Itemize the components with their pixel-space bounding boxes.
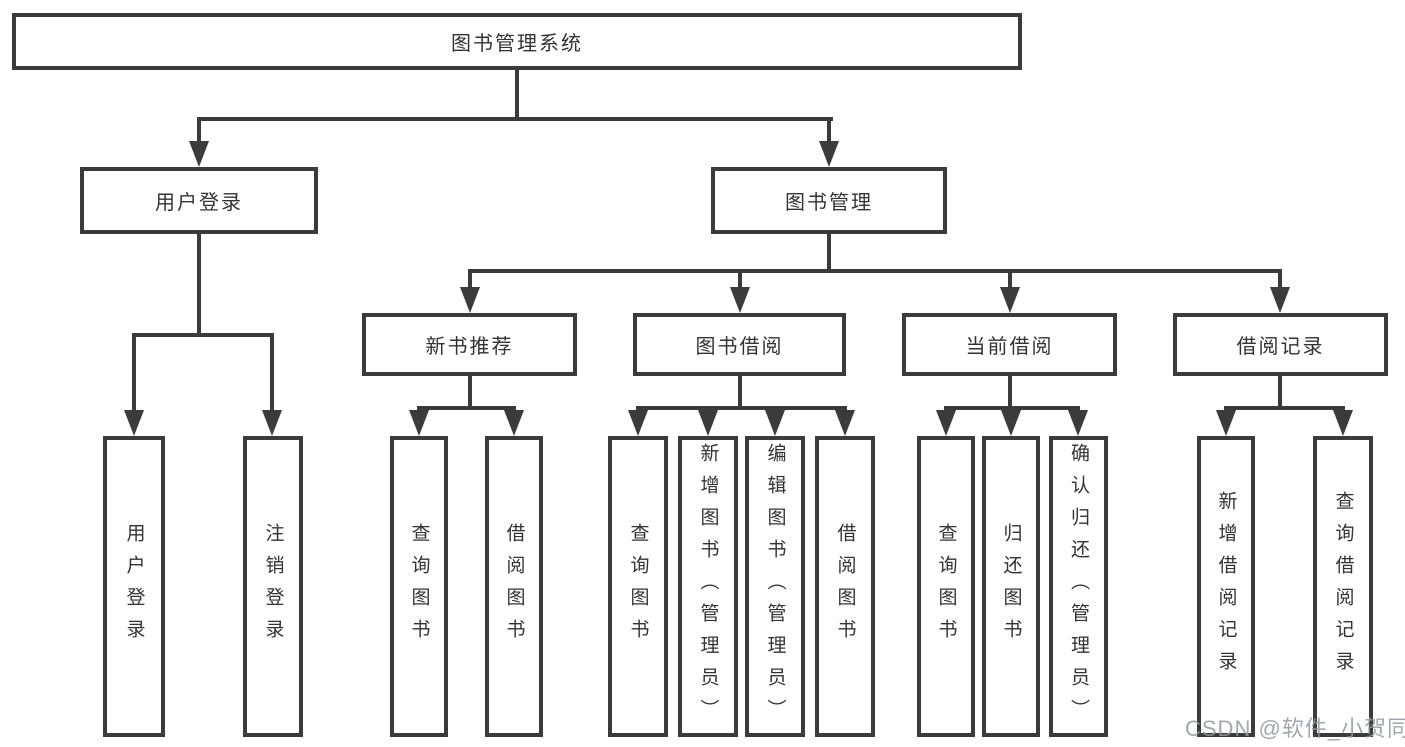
arrowhead-icon <box>765 410 785 436</box>
connector-line <box>132 333 136 413</box>
arrowhead-icon <box>1068 410 1088 436</box>
arrowhead-icon <box>730 287 750 313</box>
node-label: 查询借阅记录 <box>1332 490 1354 683</box>
node-label: 确认归还（管理员） <box>1068 442 1089 731</box>
node-label: 当前借阅 <box>965 336 1054 358</box>
node-label: 借阅记录 <box>1236 336 1325 358</box>
arrowhead-icon <box>698 410 718 436</box>
node-new-book-recommendation: 新书推荐 <box>362 313 577 376</box>
connector-line <box>468 269 472 291</box>
connector-line <box>636 406 847 410</box>
connector-line <box>197 117 201 145</box>
node-label: 归还图书 <box>1000 522 1022 651</box>
node-label: 编辑图书（管理员） <box>764 442 786 731</box>
connector-line <box>738 374 742 410</box>
node-query-borrow-record: 查询借阅记录 <box>1313 436 1373 737</box>
node-label: 注销登录 <box>262 522 284 651</box>
arrowhead-icon <box>819 141 839 167</box>
arrowhead-icon <box>460 287 480 313</box>
node-label: 新增借阅记录 <box>1215 490 1237 683</box>
connector-line <box>1278 269 1282 291</box>
node-label: 查询图书 <box>408 522 430 651</box>
node-add-book-admin: 新增图书（管理员） <box>678 436 738 737</box>
node-label: 借阅图书 <box>834 522 856 651</box>
node-user-login: 用户登录 <box>80 167 318 234</box>
node-user-login-leaf: 用户登录 <box>103 436 165 737</box>
connector-line <box>1224 406 1345 410</box>
connector-line <box>417 406 516 410</box>
arrowhead-icon <box>1216 410 1236 436</box>
connector-line <box>468 269 1282 273</box>
node-query-books-3: 查询图书 <box>917 436 975 737</box>
arrowhead-icon <box>189 141 209 167</box>
connector-line <box>132 333 274 337</box>
connector-line <box>468 374 472 410</box>
arrowhead-icon <box>409 410 429 436</box>
node-current-borrowing: 当前借阅 <box>902 313 1117 376</box>
node-label: 新增图书（管理员） <box>697 442 719 731</box>
arrowhead-icon <box>1001 410 1021 436</box>
node-logout-login: 注销登录 <box>243 436 303 737</box>
arrowhead-icon <box>628 410 648 436</box>
node-book-management: 图书管理 <box>711 167 947 234</box>
node-label: 借阅图书 <box>503 522 525 651</box>
node-label: 图书管理系统 <box>451 33 583 55</box>
node-borrow-books-2: 借阅图书 <box>815 436 875 737</box>
node-label: 图书管理 <box>785 192 873 214</box>
connector-line <box>1008 269 1012 291</box>
node-label: 用户登录 <box>123 522 145 651</box>
node-return-book: 归还图书 <box>982 436 1040 737</box>
connector-line <box>827 117 831 145</box>
arrowhead-icon <box>262 410 282 436</box>
connector-line <box>197 232 201 337</box>
connector-line <box>197 117 833 121</box>
node-library-management-system: 图书管理系统 <box>12 13 1022 70</box>
node-add-borrow-record: 新增借阅记录 <box>1197 436 1255 737</box>
node-edit-book-admin: 编辑图书（管理员） <box>745 436 805 737</box>
node-book-borrowing: 图书借阅 <box>633 313 846 376</box>
arrowhead-icon <box>124 410 144 436</box>
arrowhead-icon <box>936 410 956 436</box>
node-query-books-2: 查询图书 <box>608 436 668 737</box>
connector-line <box>1008 374 1012 410</box>
connector-line <box>270 333 274 413</box>
node-label: 图书借阅 <box>695 336 784 358</box>
connector-line <box>1278 374 1282 410</box>
node-confirm-return-admin: 确认归还（管理员） <box>1049 436 1108 737</box>
node-label: 查询图书 <box>627 522 649 651</box>
connector-line <box>827 232 831 273</box>
node-label: 新书推荐 <box>425 336 514 358</box>
node-label: 查询图书 <box>935 522 957 651</box>
arrowhead-icon <box>504 410 524 436</box>
node-borrowing-records: 借阅记录 <box>1173 313 1388 376</box>
arrowhead-icon <box>835 410 855 436</box>
connector-line <box>738 269 742 291</box>
watermark: CSDN @软件_小贺同学 <box>1185 716 1405 741</box>
node-label: 用户登录 <box>155 192 243 214</box>
arrowhead-icon <box>1333 410 1353 436</box>
node-query-books-1: 查询图书 <box>390 436 448 737</box>
node-borrow-books-1: 借阅图书 <box>485 436 543 737</box>
arrowhead-icon <box>1270 287 1290 313</box>
arrowhead-icon <box>1000 287 1020 313</box>
connector-line <box>515 68 519 121</box>
